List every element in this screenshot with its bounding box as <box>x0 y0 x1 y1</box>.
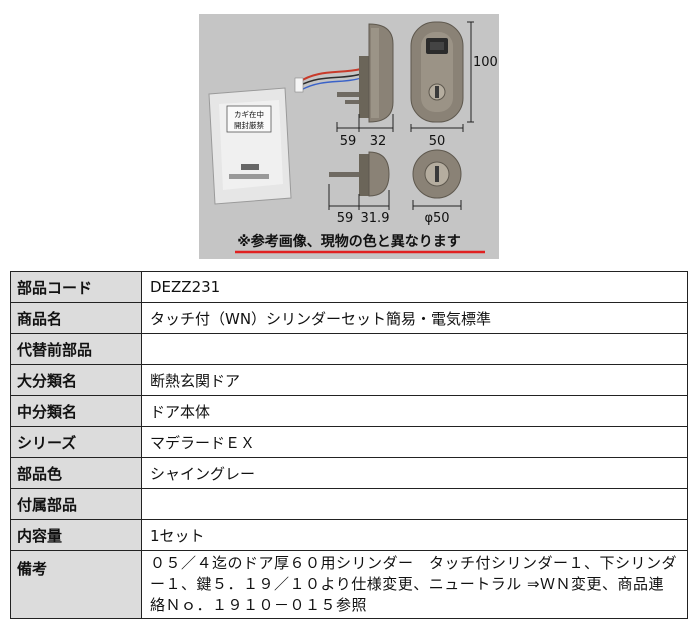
key-package: カギ在中 開封厳禁 <box>208 87 292 205</box>
spec-label: 中分類名 <box>10 395 142 427</box>
spec-row-product-name: 商品名 タッチ付（WN）シリンダーセット簡易・電気標準 <box>10 302 688 334</box>
spec-row-major-category: 大分類名 断熱玄関ドア <box>10 364 688 396</box>
spec-label: 付属部品 <box>10 488 142 520</box>
spec-value: ０５／４迄のドア厚６０用シリンダー タッチ付シリンダー１、下シリンダー１、鍵５．… <box>141 550 688 619</box>
spec-row-notes: 備考 ０５／４迄のドア厚６０用シリンダー タッチ付シリンダー１、下シリンダー１、… <box>10 550 688 619</box>
dimension-bottom-depth-a: 59 <box>337 211 354 226</box>
package-label-line1: カギ在中 <box>234 109 264 119</box>
spec-row-quantity: 内容量 1セット <box>10 519 688 551</box>
spec-value: DEZZ231 <box>141 271 688 303</box>
dimension-top-width: 50 <box>429 134 446 149</box>
spec-row-part-code: 部品コード DEZZ231 <box>10 271 688 303</box>
top-cylinder-side-view <box>337 23 394 123</box>
spec-row-sub-category: 中分類名 ドア本体 <box>10 395 688 427</box>
spec-row-accessories: 付属部品 <box>10 488 688 520</box>
spec-label: 大分類名 <box>10 364 142 396</box>
dimension-top-depth-b: 32 <box>370 134 387 149</box>
dimension-top-depth-a: 59 <box>340 134 357 149</box>
spec-value: ドア本体 <box>141 395 688 427</box>
spec-value <box>141 333 688 365</box>
spec-value <box>141 488 688 520</box>
spec-row-replaced-part: 代替前部品 <box>10 333 688 365</box>
spec-label: 部品コード <box>10 271 142 303</box>
spec-value: 断熱玄関ドア <box>141 364 688 396</box>
dimension-bottom-diameter: φ50 <box>424 211 449 226</box>
spec-row-series: シリーズ マデラードＥＸ <box>10 426 688 458</box>
spec-value: シャイングレー <box>141 457 688 489</box>
product-image: カギ在中 開封厳禁 100 <box>199 14 499 259</box>
spec-table: 部品コード DEZZ231 商品名 タッチ付（WN）シリンダーセット簡易・電気標… <box>10 271 688 619</box>
top-cylinder-front-view <box>410 21 464 123</box>
spec-row-part-color: 部品色 シャイングレー <box>10 457 688 489</box>
spec-label: 代替前部品 <box>10 333 142 365</box>
spec-value: マデラードＥＸ <box>141 426 688 458</box>
spec-label: シリーズ <box>10 426 142 458</box>
bottom-cylinder-front-view <box>412 149 462 199</box>
image-caption: ※参考画像、現物の色と異なります <box>237 233 461 250</box>
dimension-height: 100 <box>473 55 498 70</box>
spec-label: 内容量 <box>10 519 142 551</box>
dimension-bottom-depth-b: 31.9 <box>361 211 390 226</box>
package-label-line2: 開封厳禁 <box>234 120 264 130</box>
spec-value: 1セット <box>141 519 688 551</box>
spec-label: 備考 <box>10 550 142 619</box>
spec-label: 商品名 <box>10 302 142 334</box>
spec-label: 部品色 <box>10 457 142 489</box>
bottom-cylinder-side-view <box>329 151 390 197</box>
spec-value: タッチ付（WN）シリンダーセット簡易・電気標準 <box>141 302 688 334</box>
